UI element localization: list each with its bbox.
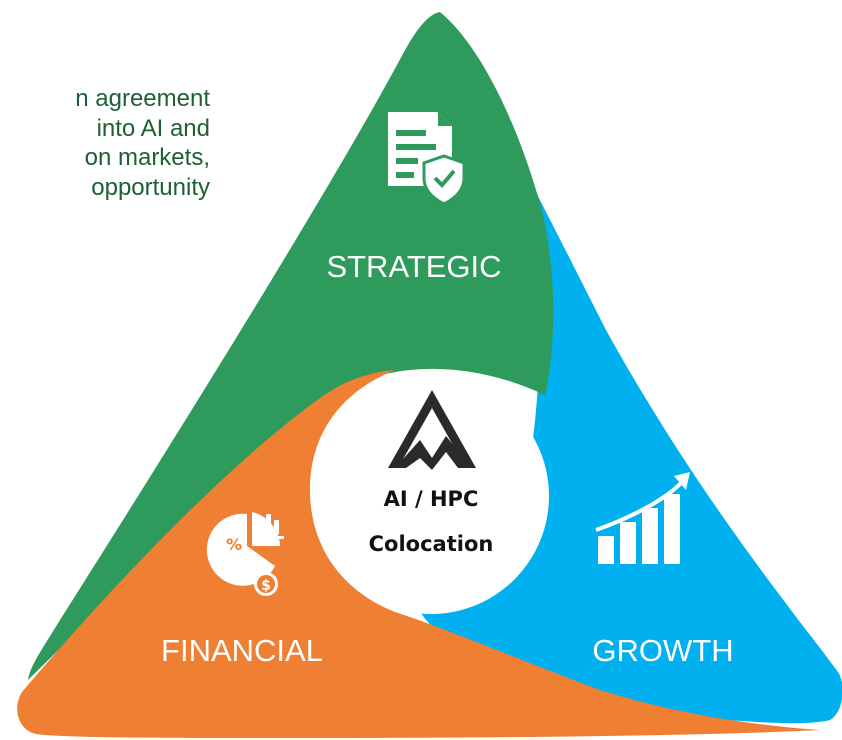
center-label-line2: Colocation [369, 532, 494, 556]
intro-line: on markets, [84, 144, 210, 171]
bar-chart-growth-icon [595, 472, 690, 564]
intro-line: opportunity [91, 173, 210, 201]
financial-label: FINANCIAL [161, 633, 323, 668]
svg-text:$: $ [261, 578, 271, 594]
strategic-label: STRATEGIC [326, 249, 501, 284]
intro-text: n agreement into AI and on markets, oppo… [0, 84, 210, 202]
intro-line: into AI and [96, 114, 210, 142]
pie-chart-finance-icon: % $ [206, 512, 284, 596]
center-label-line1: AI / HPC [384, 487, 479, 511]
financial-segment [17, 370, 820, 738]
intro-line: n agreement [75, 85, 210, 112]
center-circle [313, 378, 549, 614]
document-shield-icon [388, 112, 466, 206]
svg-text:%: % [226, 535, 242, 554]
mountain-logo-icon [388, 390, 476, 470]
growth-label: GROWTH [592, 633, 733, 668]
